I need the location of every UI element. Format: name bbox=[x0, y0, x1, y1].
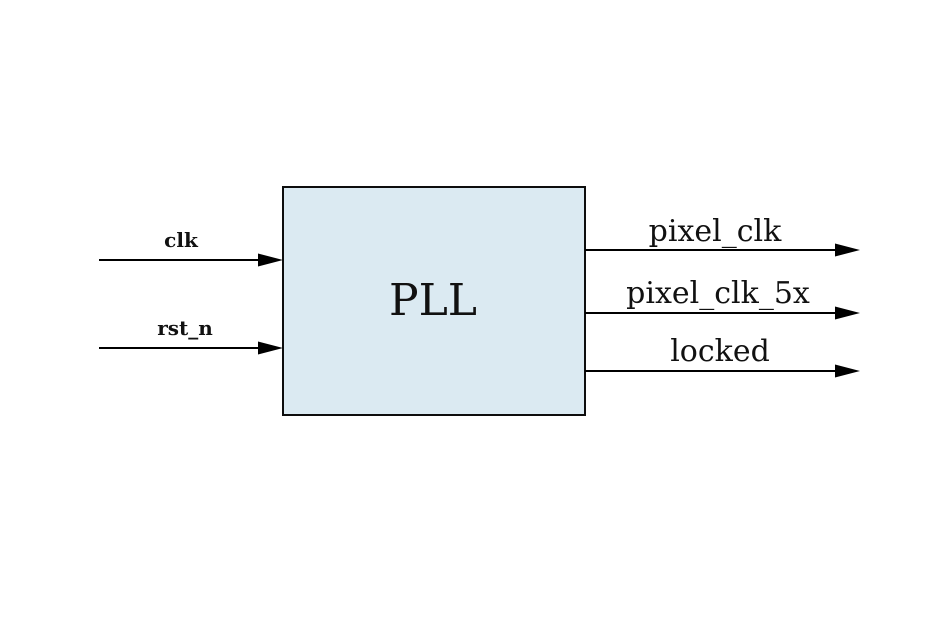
signal-label: pixel_clk bbox=[649, 214, 782, 249]
arrowhead-icon bbox=[835, 306, 860, 320]
arrowhead-icon bbox=[835, 364, 860, 378]
output-signal-pixel-clk: pixel_clk bbox=[585, 214, 860, 257]
output-signal-locked: locked bbox=[585, 334, 860, 378]
signal-label: pixel_clk_5x bbox=[626, 276, 810, 311]
pll-block: PLL bbox=[282, 186, 586, 416]
arrowhead-icon bbox=[835, 243, 860, 257]
pll-block-label: PLL bbox=[389, 275, 477, 326]
signal-label: clk bbox=[164, 228, 199, 252]
input-signal-clk: clk bbox=[99, 228, 283, 267]
signal-label: locked bbox=[670, 334, 770, 369]
arrowhead-icon bbox=[258, 253, 283, 267]
arrowhead-icon bbox=[258, 341, 283, 355]
pll-block-rect bbox=[282, 186, 586, 416]
input-signal-rst-n: rst_n bbox=[99, 316, 283, 355]
signal-label: rst_n bbox=[157, 316, 213, 340]
output-signal-pixel-clk-5x: pixel_clk_5x bbox=[585, 276, 860, 320]
